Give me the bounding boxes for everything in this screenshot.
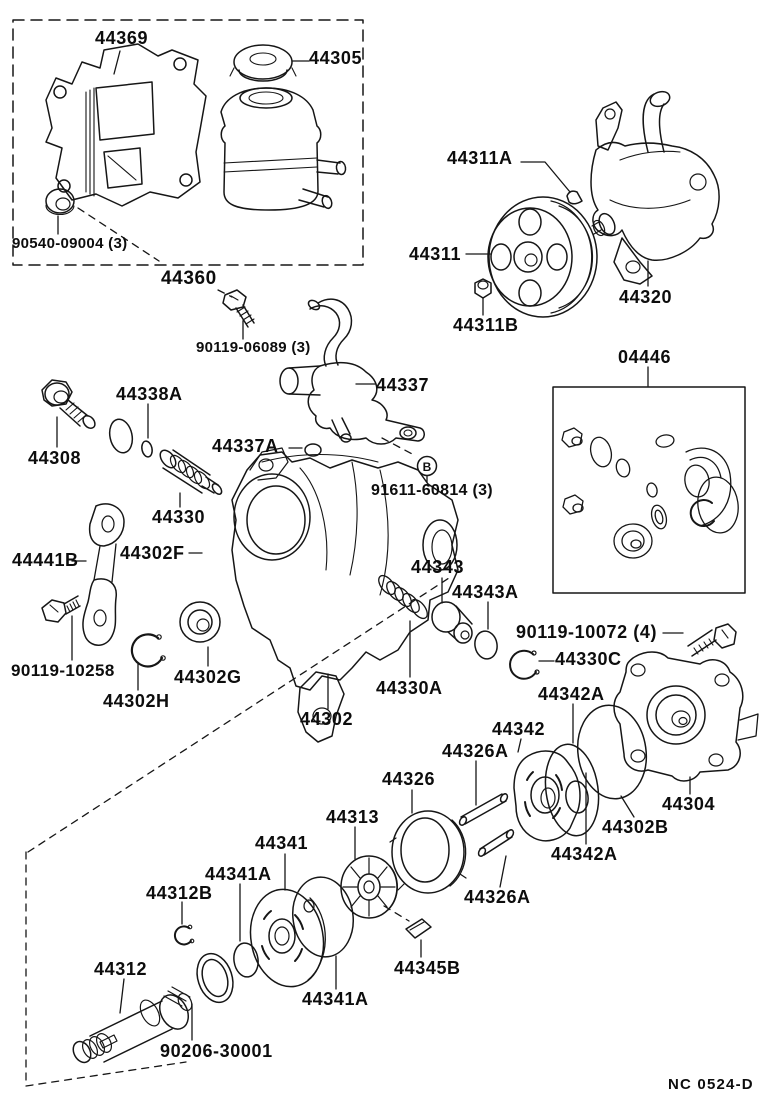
part-label-90540-09004: 90540-09004 (3): [12, 235, 128, 252]
part-drawing-oring-44338a-small: [141, 440, 153, 458]
part-label-44320: 44320: [619, 287, 673, 307]
part-drawing-pump-assembly-44320: [590, 90, 720, 285]
part-drawing-snapring-44302h: [130, 633, 166, 668]
part-label-44326a-1: 44326A: [442, 741, 509, 761]
part-label-44341: 44341: [255, 833, 309, 853]
part-label-44308: 44308: [28, 448, 82, 468]
part-drawing-oring-44302b: [576, 704, 648, 800]
part-label-44311b: 44311B: [453, 315, 519, 335]
part-drawing-bolt-10258: [41, 595, 81, 623]
dashed-reference-lines: [25, 207, 450, 1087]
part-label-44337a: 44337A: [212, 436, 279, 456]
part-label-44330c: 44330C: [555, 649, 622, 669]
part-drawing-grommet: [45, 188, 75, 216]
part-drawing-oring-44338a-large: [108, 418, 134, 454]
part-drawing-shaft-44312: [72, 986, 193, 1064]
part-label-44341a-2: 44341A: [302, 989, 369, 1009]
part-label-44302h: 44302H: [103, 691, 170, 711]
part-drawing-pulley-44311: [487, 196, 598, 318]
part-drawing-bracket-44369: [45, 43, 207, 207]
part-label-44342: 44342: [492, 719, 546, 739]
part-label-44369: 44369: [95, 28, 149, 48]
part-drawing-plate-44341: [249, 888, 326, 988]
part-drawing-pipe-44337: [279, 298, 425, 445]
bracket-assembly-box: [12, 19, 364, 266]
part-drawing-bearing-44302g: [179, 601, 221, 643]
part-label-44305: 44305: [309, 48, 363, 68]
part-drawing-cam-ring-44326: [389, 810, 467, 894]
part-label-44338a-1: 44338A: [116, 384, 183, 404]
part-drawing-seal-90206: [196, 952, 234, 1004]
part-label-44343: 44343: [411, 557, 465, 577]
part-label-44326a-2: 44326A: [464, 887, 531, 907]
part-label-44304: 44304: [662, 794, 716, 814]
part-drawing-nut-44311b: [474, 278, 492, 299]
part-label-44337: 44337: [376, 375, 430, 395]
part-drawing-oring-44337a: [304, 443, 322, 457]
part-drawing-cap-44305: [229, 44, 297, 82]
part-label-44343a: 44343A: [452, 582, 519, 602]
part-label-44302b: 44302B: [602, 817, 669, 837]
part-label-44302: 44302: [300, 709, 354, 729]
part-drawing-snapring-44312b: [173, 924, 195, 946]
part-drawing-seal-44342a: [544, 743, 600, 837]
part-label-44311a: 44311A: [447, 148, 513, 168]
part-label-44312: 44312: [94, 959, 148, 979]
part-drawing-reservoir: [220, 87, 347, 211]
part-drawing-snapring-44330c: [509, 649, 540, 680]
part-label-44311: 44311: [409, 244, 462, 264]
part-label-44360: 44360: [161, 268, 217, 289]
part-drawing-fitting-44308: [41, 379, 96, 430]
part-label-44330: 44330: [152, 507, 206, 527]
part-drawing-bolt-06089: [222, 289, 255, 328]
drawing-code: NC 0524-D: [668, 1076, 754, 1093]
part-drawing-bolt-10072: [687, 623, 737, 657]
part-drawing-oring-44343a: [474, 630, 498, 660]
part-drawing-bracket-44441b: [82, 503, 125, 646]
part-label-44342a-2: 44342A: [551, 844, 618, 864]
part-label-90119-10258: 90119-10258: [11, 661, 115, 680]
part-label-44302f: 44302F: [120, 543, 185, 563]
part-drawing-bushing-44343: [431, 601, 473, 644]
part-label-44345b: 44345B: [394, 958, 461, 978]
part-label-44441b: 44441B: [12, 550, 79, 570]
callout-b-letter: B: [423, 460, 432, 474]
part-drawing-rear-housing-44304: [613, 651, 759, 782]
seal-kit-box: [552, 386, 746, 594]
part-label-44330a: 44330A: [376, 678, 443, 698]
part-label-90206-30001: 90206-30001: [160, 1041, 273, 1061]
part-drawing-key-44311a: [566, 190, 583, 205]
part-label-90119-10072: 90119-10072 (4): [516, 622, 658, 642]
part-label-04446: 04446: [618, 347, 672, 367]
part-label-44341a-1: 44341A: [205, 864, 272, 884]
part-label-44302g: 44302G: [174, 667, 242, 687]
part-drawing-spring-44330a: [378, 574, 428, 620]
part-drawing-pump-body-44302: [231, 447, 459, 743]
part-label-91611-60814: 91611-60814 (3): [371, 482, 493, 499]
part-drawing-key-44345b: [405, 918, 432, 939]
part-drawing-oring-44341a-small: [233, 942, 259, 978]
part-label-44312b: 44312B: [146, 883, 213, 903]
part-label-90119-06089: 90119-06089 (3): [196, 339, 311, 356]
part-drawing-seal-kit-contents: [561, 427, 739, 559]
part-label-44326: 44326: [382, 769, 436, 789]
leader-lines: [56, 50, 691, 1041]
part-label-44342a-1: 44342A: [538, 684, 605, 704]
part-drawing-pins-44326a: [458, 793, 515, 857]
part-drawing-oring-44341a-large: [292, 876, 354, 958]
part-drawing-valve-44330: [159, 449, 223, 495]
part-label-44313: 44313: [326, 807, 380, 827]
